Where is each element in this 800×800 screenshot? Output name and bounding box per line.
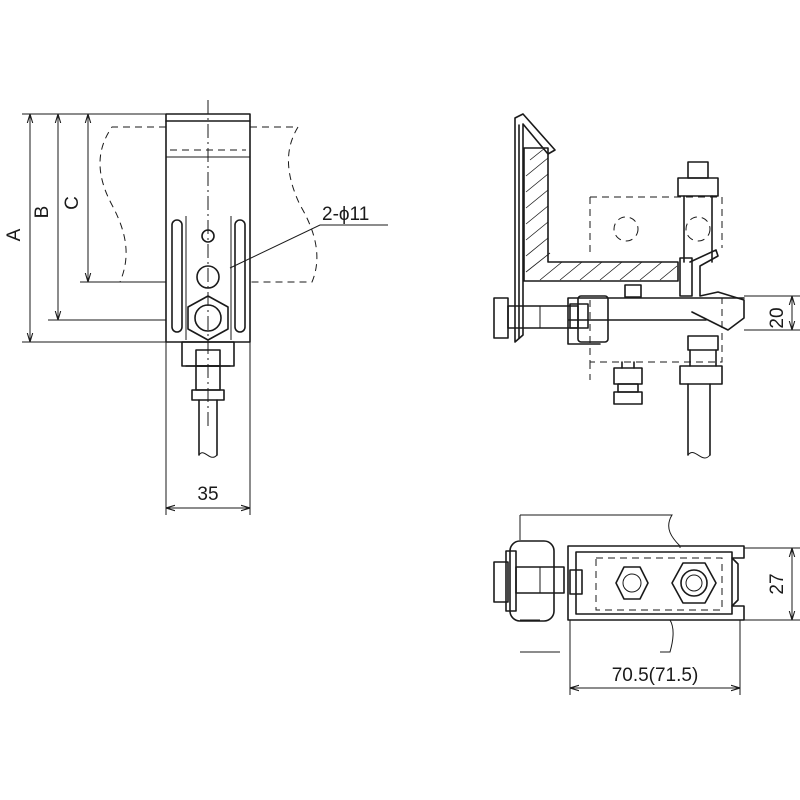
- small-nut-side: [624, 284, 642, 298]
- top-nut-side: [677, 177, 719, 197]
- dim-label-width-front: 35: [197, 484, 218, 505]
- spring-clip-side: [689, 249, 745, 331]
- slot-right: [234, 219, 246, 333]
- hook-clip: [514, 113, 556, 343]
- beam-ghost-side: [589, 196, 723, 363]
- clamp-plate-top: [509, 540, 555, 622]
- hex-nut-top-right: [671, 562, 717, 604]
- dim-label-c: C: [62, 196, 83, 210]
- side-view: 20: [493, 113, 800, 459]
- lower-nut-side-left: [613, 367, 643, 385]
- clamp-channel-side: [567, 297, 745, 345]
- dim-label-height-side: 20: [767, 307, 788, 328]
- dim-label-length-top: 70.5(71.5): [612, 665, 699, 686]
- hex-nut-top-left: [615, 566, 649, 600]
- horizontal-bolt-head-top: [493, 561, 509, 603]
- hatching: [525, 147, 678, 281]
- front-view: A B C 2-ϕ11 35: [4, 100, 388, 515]
- lower-nut-front: [191, 389, 225, 401]
- channel-box-top: [567, 545, 745, 621]
- hole-callout: 2-ϕ11: [322, 204, 369, 225]
- lower-bolt-side-left: [613, 391, 643, 405]
- l-bracket-section: [523, 147, 679, 282]
- top-bolt-tip: [687, 161, 709, 179]
- beam-ghost-left: [99, 126, 166, 283]
- horizontal-bolt-head: [493, 297, 509, 339]
- rod-front: [198, 399, 218, 456]
- hole-leader: [229, 224, 388, 269]
- dim-label-b: B: [32, 206, 53, 219]
- beam-ghost-right: [250, 126, 318, 283]
- dim-label-height-top: 27: [767, 573, 788, 594]
- beam-ghost-top: [519, 514, 681, 548]
- lower-nut-side-right: [679, 365, 723, 385]
- slot-left: [171, 219, 183, 333]
- dim-label-a: A: [4, 228, 25, 241]
- top-view: 27 70.5(71.5): [493, 514, 800, 695]
